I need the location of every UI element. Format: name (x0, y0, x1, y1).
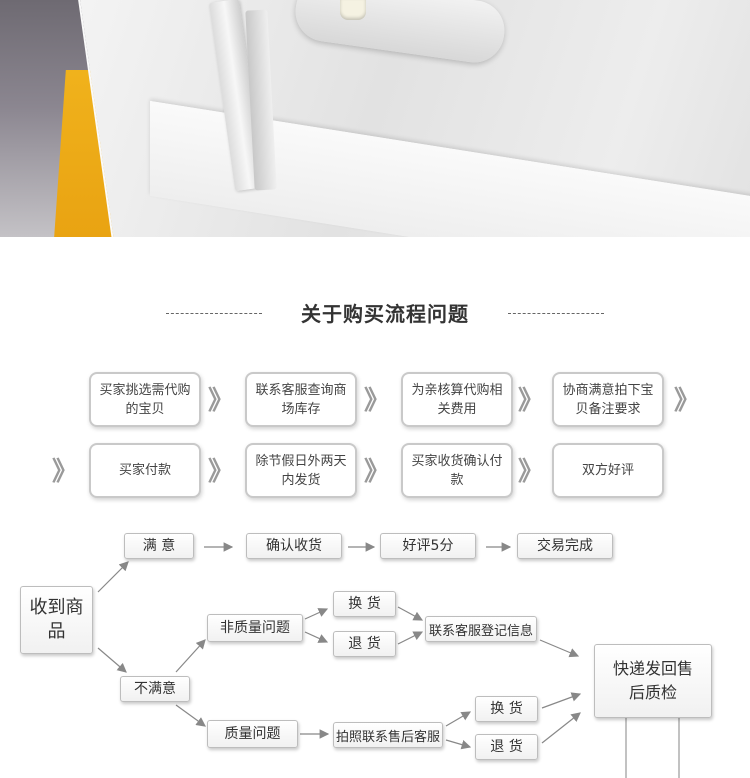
chevron-right-icon: 》 (208, 386, 234, 416)
section-title-row: 关于购买流程问题 (0, 298, 750, 330)
chevron-right-icon: 》 (208, 457, 234, 487)
chevron-right-icon: 》 (674, 386, 700, 416)
process-step-4: 协商满意拍下宝贝备注要求 (552, 372, 664, 427)
unsatisfied-box: 不满意 (120, 676, 190, 702)
chevron-right-icon: 》 (518, 457, 544, 487)
exchange-box-2: 换 货 (475, 696, 538, 722)
process-step-7: 买家收货确认付款 (401, 443, 513, 498)
confirm-receipt-box: 确认收货 (246, 533, 342, 559)
received-goods-box: 收到商品 (20, 586, 93, 654)
deal-complete-box: 交易完成 (517, 533, 613, 559)
return-box-1: 退 货 (333, 631, 396, 657)
quality-issue-box: 质量问题 (207, 720, 298, 748)
exchange-box-1: 换 货 (333, 591, 396, 617)
process-step-3: 为亲核算代购相关费用 (401, 372, 513, 427)
good-review-box: 好评5分 (380, 533, 476, 559)
title-dash-left (166, 313, 262, 314)
chevron-right-icon: 》 (364, 386, 390, 416)
product-photo (0, 0, 750, 237)
photo-knob (340, 0, 366, 20)
chevron-right-icon: 》 (52, 457, 78, 487)
title-dash-right (508, 313, 604, 314)
contact-register-box: 联系客服登记信息 (425, 616, 537, 642)
return-box-2: 退 货 (475, 734, 538, 760)
process-step-6: 除节假日外两天内发货 (245, 443, 357, 498)
section-title: 关于购买流程问题 (301, 302, 469, 326)
process-step-1: 买家挑选需代购的宝贝 (89, 372, 201, 427)
non-quality-issue-box: 非质量问题 (207, 614, 303, 642)
chevron-right-icon: 》 (518, 386, 544, 416)
express-return-box: 快递发回售后质检 (594, 644, 712, 718)
satisfied-box: 满 意 (124, 533, 194, 559)
chevron-right-icon: 》 (364, 457, 390, 487)
photo-contact-box: 拍照联系售后客服 (333, 722, 443, 748)
process-step-2: 联系客服查询商场库存 (245, 372, 357, 427)
process-step-8: 双方好评 (552, 443, 664, 498)
process-step-5: 买家付款 (89, 443, 201, 498)
